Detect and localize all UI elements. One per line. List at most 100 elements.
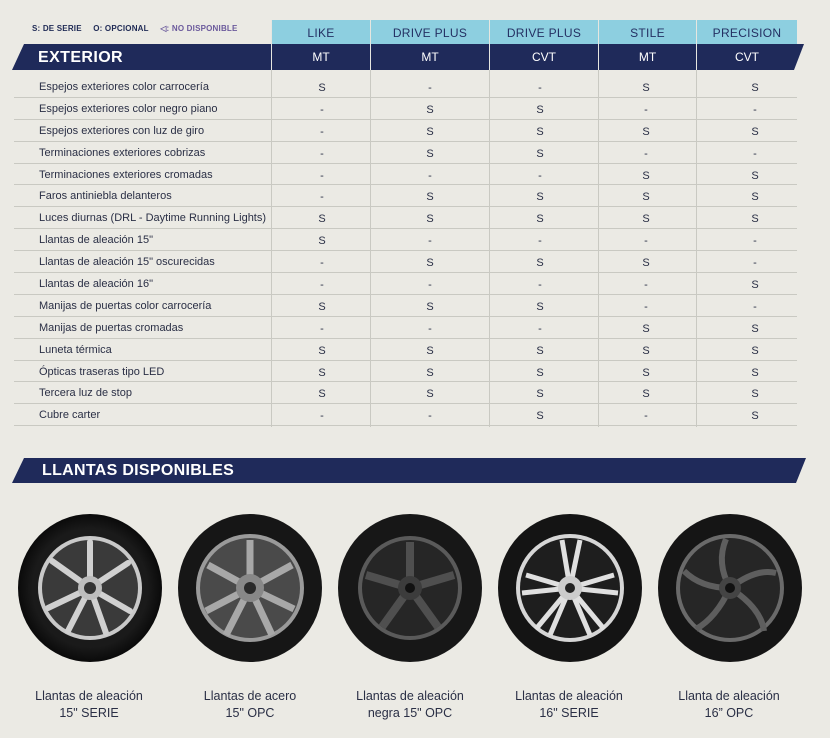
trans-precision: CVT bbox=[696, 44, 797, 70]
feature-value: S bbox=[751, 410, 759, 423]
feature-value: - bbox=[538, 82, 542, 94]
feature-value: S bbox=[642, 125, 650, 138]
feature-value: S bbox=[536, 366, 544, 379]
feature-name: Manijas de puertas cromadas bbox=[39, 321, 184, 334]
feature-value: - bbox=[320, 279, 324, 292]
feature-value: S bbox=[642, 82, 650, 94]
feature-name: Faros antiniebla delanteros bbox=[39, 190, 172, 203]
feature-value: S bbox=[751, 388, 759, 401]
feature-value: S bbox=[426, 103, 434, 116]
feature-value: S bbox=[318, 388, 326, 401]
legend-opcional: O: OPCIONAL bbox=[93, 24, 149, 33]
feature-value: S bbox=[751, 82, 759, 94]
feature-value: - bbox=[320, 147, 324, 160]
feature-value: S bbox=[642, 322, 650, 335]
wheel-alloy-15-serie-image bbox=[18, 514, 162, 662]
wheel-caption-line1: Llanta de aleación bbox=[678, 689, 780, 703]
feature-value: S bbox=[536, 300, 544, 313]
feature-value: - bbox=[320, 125, 324, 138]
wheel-caption-line1: Llantas de acero bbox=[203, 689, 297, 703]
version-drive-plus-cvt: DRIVE PLUS bbox=[489, 20, 598, 44]
feature-value: - bbox=[538, 279, 542, 292]
feature-value: - bbox=[644, 300, 648, 313]
feature-value: S bbox=[318, 213, 326, 226]
feature-value: S bbox=[536, 103, 544, 116]
feature-name: Terminaciones exteriores cobrizas bbox=[39, 146, 206, 159]
column-divider bbox=[598, 70, 599, 427]
section-title-exterior: EXTERIOR bbox=[38, 49, 123, 66]
feature-value: - bbox=[538, 322, 542, 335]
feature-value: - bbox=[320, 191, 324, 204]
column-divider bbox=[370, 70, 371, 427]
feature-value: S bbox=[426, 366, 434, 379]
wheel-alloy-16-opc-image bbox=[658, 514, 802, 662]
wheel-caption-line2: 15" SERIE bbox=[59, 706, 119, 720]
feature-value: - bbox=[320, 410, 324, 423]
feature-value: - bbox=[644, 279, 648, 292]
feature-name: Tercera luz de stop bbox=[39, 387, 132, 400]
wheel-caption: Llantas de aleación 16" SERIE bbox=[489, 688, 649, 722]
column-divider bbox=[489, 70, 490, 427]
feature-value: S bbox=[426, 125, 434, 138]
version-drive-plus-mt: DRIVE PLUS bbox=[370, 20, 489, 44]
feature-value: S bbox=[426, 213, 434, 226]
feature-value: - bbox=[644, 410, 648, 423]
feature-value: S bbox=[751, 322, 759, 335]
feature-value: S bbox=[426, 344, 434, 357]
feature-value: S bbox=[426, 300, 434, 313]
table-row: Llantas de aleación 15"S---- bbox=[14, 229, 797, 252]
wheel-caption-line2: 16” OPC bbox=[704, 706, 754, 720]
table-row: Cubre carter--S-S bbox=[14, 404, 797, 427]
wheel-caption: Llantas de acero 15" OPC bbox=[170, 688, 330, 722]
feature-value: S bbox=[642, 366, 650, 379]
version-precision: PRECISION bbox=[696, 20, 797, 44]
feature-name: Espejos exteriores con luz de giro bbox=[39, 124, 205, 137]
legend-serie: S: DE SERIE bbox=[32, 24, 82, 33]
feature-name: Cubre carter bbox=[39, 409, 101, 422]
feature-value: - bbox=[753, 147, 757, 160]
feature-value: - bbox=[538, 235, 542, 248]
version-header: LIKE DRIVE PLUS DRIVE PLUS STILE PRECISI… bbox=[271, 20, 797, 44]
trans-like: MT bbox=[271, 44, 370, 70]
wheel-caption-line2: 15" OPC bbox=[225, 706, 275, 720]
column-divider bbox=[696, 70, 697, 427]
feature-name: Luneta térmica bbox=[39, 343, 112, 356]
feature-value: S bbox=[426, 147, 434, 160]
wheel-caption-line2: 16" SERIE bbox=[539, 706, 599, 720]
feature-name: Ópticas traseras tipo LED bbox=[39, 365, 165, 378]
feature-value: S bbox=[642, 388, 650, 401]
feature-value: S bbox=[536, 410, 544, 423]
feature-value: - bbox=[428, 322, 432, 335]
feature-value: S bbox=[536, 213, 544, 226]
feature-value: S bbox=[751, 125, 759, 138]
feature-value: S bbox=[318, 344, 326, 357]
feature-value: - bbox=[753, 300, 757, 313]
feature-value: - bbox=[320, 103, 324, 116]
feature-value: S bbox=[642, 191, 650, 204]
feature-value: S bbox=[426, 257, 434, 270]
feature-value: - bbox=[428, 235, 432, 248]
feature-value: S bbox=[426, 388, 434, 401]
table-row: Luces diurnas (DRL - Daytime Running Lig… bbox=[14, 207, 797, 230]
feature-value: S bbox=[642, 344, 650, 357]
section-title-llantas: LLANTAS DISPONIBLES bbox=[42, 462, 235, 479]
wheel-steel-15-opc-image bbox=[178, 514, 322, 662]
feature-value: - bbox=[753, 103, 757, 116]
feature-value: S bbox=[536, 147, 544, 160]
feature-value: - bbox=[428, 82, 432, 94]
trans-drive-plus-mt: MT bbox=[370, 44, 489, 70]
feature-value: S bbox=[751, 366, 759, 379]
feature-value: - bbox=[320, 257, 324, 270]
feature-value: S bbox=[642, 257, 650, 270]
feature-name: Llantas de aleación 15" oscurecidas bbox=[39, 256, 215, 269]
version-like: LIKE bbox=[271, 20, 370, 44]
feature-value: S bbox=[642, 169, 650, 182]
